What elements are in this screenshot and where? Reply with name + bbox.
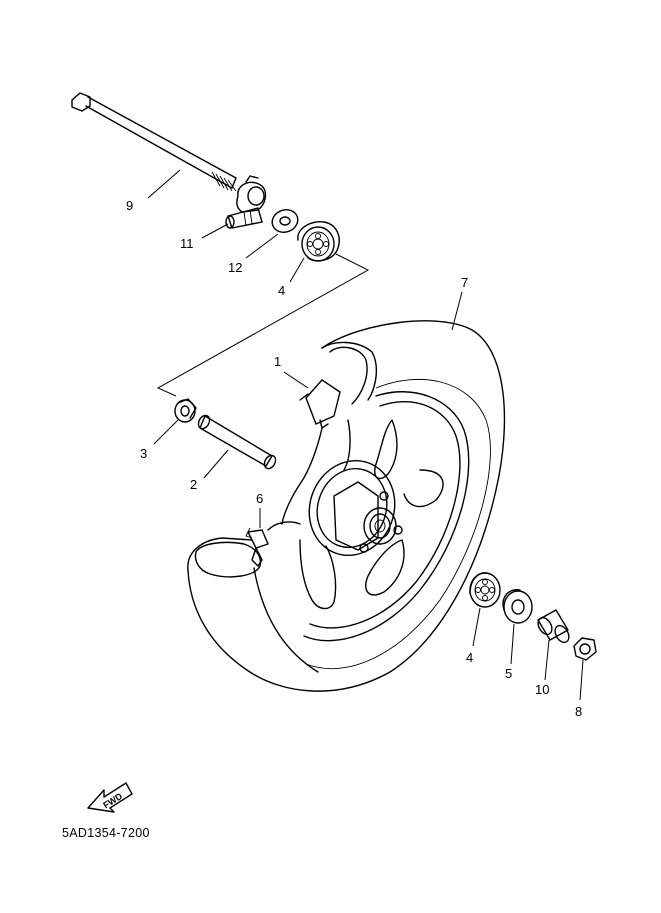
callout-10: 10 xyxy=(535,682,549,697)
bearing-upper xyxy=(297,221,340,262)
speedometer-drive-pinion xyxy=(225,207,263,229)
collar-3 xyxy=(174,398,197,423)
callout-2: 2 xyxy=(190,477,197,492)
bearing-lower xyxy=(469,572,501,608)
callout-9: 9 xyxy=(126,198,133,213)
speedometer-gear-unit xyxy=(236,175,267,213)
tire-valve-6 xyxy=(245,527,269,567)
tire-7 xyxy=(187,320,506,692)
axle-bolt xyxy=(71,92,237,192)
wheel-hub xyxy=(308,459,403,557)
callout-1: 1 xyxy=(274,354,281,369)
callout-4-upper: 4 xyxy=(278,283,285,298)
callout-4-lower: 4 xyxy=(466,650,473,665)
callout-6: 6 xyxy=(256,491,263,506)
collar-10 xyxy=(537,609,570,644)
fwd-label: FWD xyxy=(101,791,124,811)
callout-5: 5 xyxy=(505,666,512,681)
fwd-arrow-icon: FWD xyxy=(87,782,133,813)
washer-12 xyxy=(271,209,299,233)
drawing-code: 5AD1354-7200 xyxy=(62,826,150,840)
axle-nut-8 xyxy=(573,637,597,661)
oil-seal-5 xyxy=(502,589,533,624)
callout-7: 7 xyxy=(461,275,468,290)
callout-11: 11 xyxy=(180,236,194,251)
leader-lines xyxy=(147,169,584,701)
wheel-rim-1 xyxy=(267,379,470,642)
group-bracket xyxy=(156,253,370,397)
callout-12: 12 xyxy=(228,260,242,275)
callout-8: 8 xyxy=(575,704,582,719)
spacer-tube-2 xyxy=(197,414,277,470)
callout-3: 3 xyxy=(140,446,147,461)
